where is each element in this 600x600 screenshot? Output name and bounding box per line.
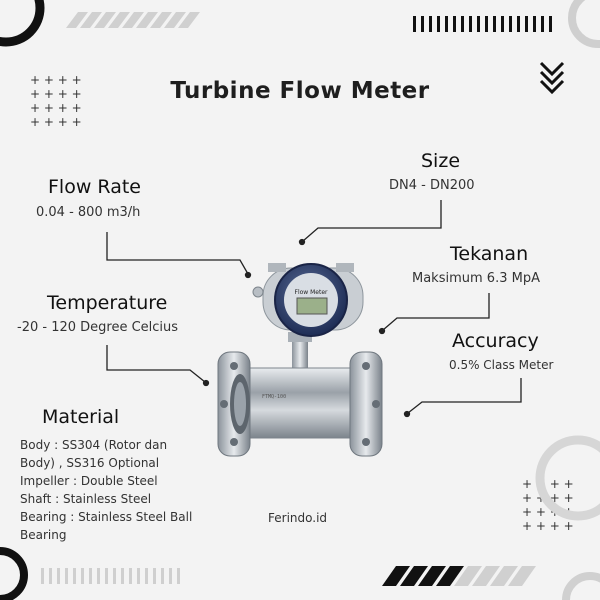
corner-circle-icon <box>562 572 600 600</box>
material-line: Body) , SS316 Optional <box>20 456 160 470</box>
accuracy-label: Accuracy <box>452 330 539 352</box>
flow-rate-value: 0.04 - 800 m3/h <box>36 205 141 220</box>
flow-meter-illustration: Flow Meter FTMQ-100 <box>217 263 383 457</box>
temperature-label: Temperature <box>47 292 168 314</box>
corner-circle-icon <box>535 435 600 521</box>
material-label: Material <box>42 406 120 428</box>
leader-accuracy <box>407 378 522 414</box>
brand-label: Ferindo.id <box>268 511 328 525</box>
material-line: Bearing <box>20 528 67 542</box>
svg-text:+ + + +: + + + + <box>30 73 82 87</box>
svg-text:+ + + +: + + + + <box>522 477 574 491</box>
corner-circle-icon <box>0 547 28 600</box>
svg-text:+ + + +: + + + + <box>30 87 82 101</box>
leader-tekanan <box>382 293 490 331</box>
leader-lines <box>106 200 522 418</box>
flow-rate-label: Flow Rate <box>48 176 141 198</box>
stripes-icon <box>66 12 200 28</box>
display-label: Flow Meter <box>295 289 329 296</box>
leader-flow-rate <box>106 232 249 275</box>
barcode-stripes-icon <box>413 16 552 32</box>
corner-circle-icon <box>0 0 45 47</box>
material-line: Body : SS304 (Rotor dan <box>20 438 168 452</box>
accuracy-value: 0.5% Class Meter <box>449 358 554 372</box>
plus-grid-icon: + + + + + + + + + + + + + + + + <box>30 73 82 129</box>
chevron-down-icon <box>539 61 565 95</box>
tekanan-value: Maksimum 6.3 MpA <box>412 271 540 286</box>
tekanan-label: Tekanan <box>450 243 529 265</box>
leader-temperature <box>106 345 206 383</box>
corner-circle-icon <box>568 0 600 48</box>
svg-text:+ + + +: + + + + <box>30 101 82 115</box>
svg-text:+ + + +: + + + + <box>522 519 574 533</box>
temperature-value: -20 - 120 Degree Celcius <box>17 320 179 335</box>
material-line: Shaft : Stainless Steel <box>20 492 152 506</box>
material-list: Body : SS304 (Rotor dan Body) , SS316 Op… <box>20 436 210 544</box>
stripes-icon <box>382 566 536 586</box>
size-value: DN4 - DN200 <box>389 178 475 193</box>
page-title: Turbine Flow Meter <box>170 78 430 104</box>
barcode-stripes-icon <box>41 568 180 584</box>
material-line: Bearing : Stainless Steel Ball <box>20 510 193 524</box>
svg-text:+ + + +: + + + + <box>30 115 82 129</box>
leader-size <box>302 200 442 242</box>
size-label: Size <box>421 150 461 172</box>
svg-text:FTMQ-100: FTMQ-100 <box>262 394 286 400</box>
material-line: Impeller : Double Steel <box>20 474 158 488</box>
